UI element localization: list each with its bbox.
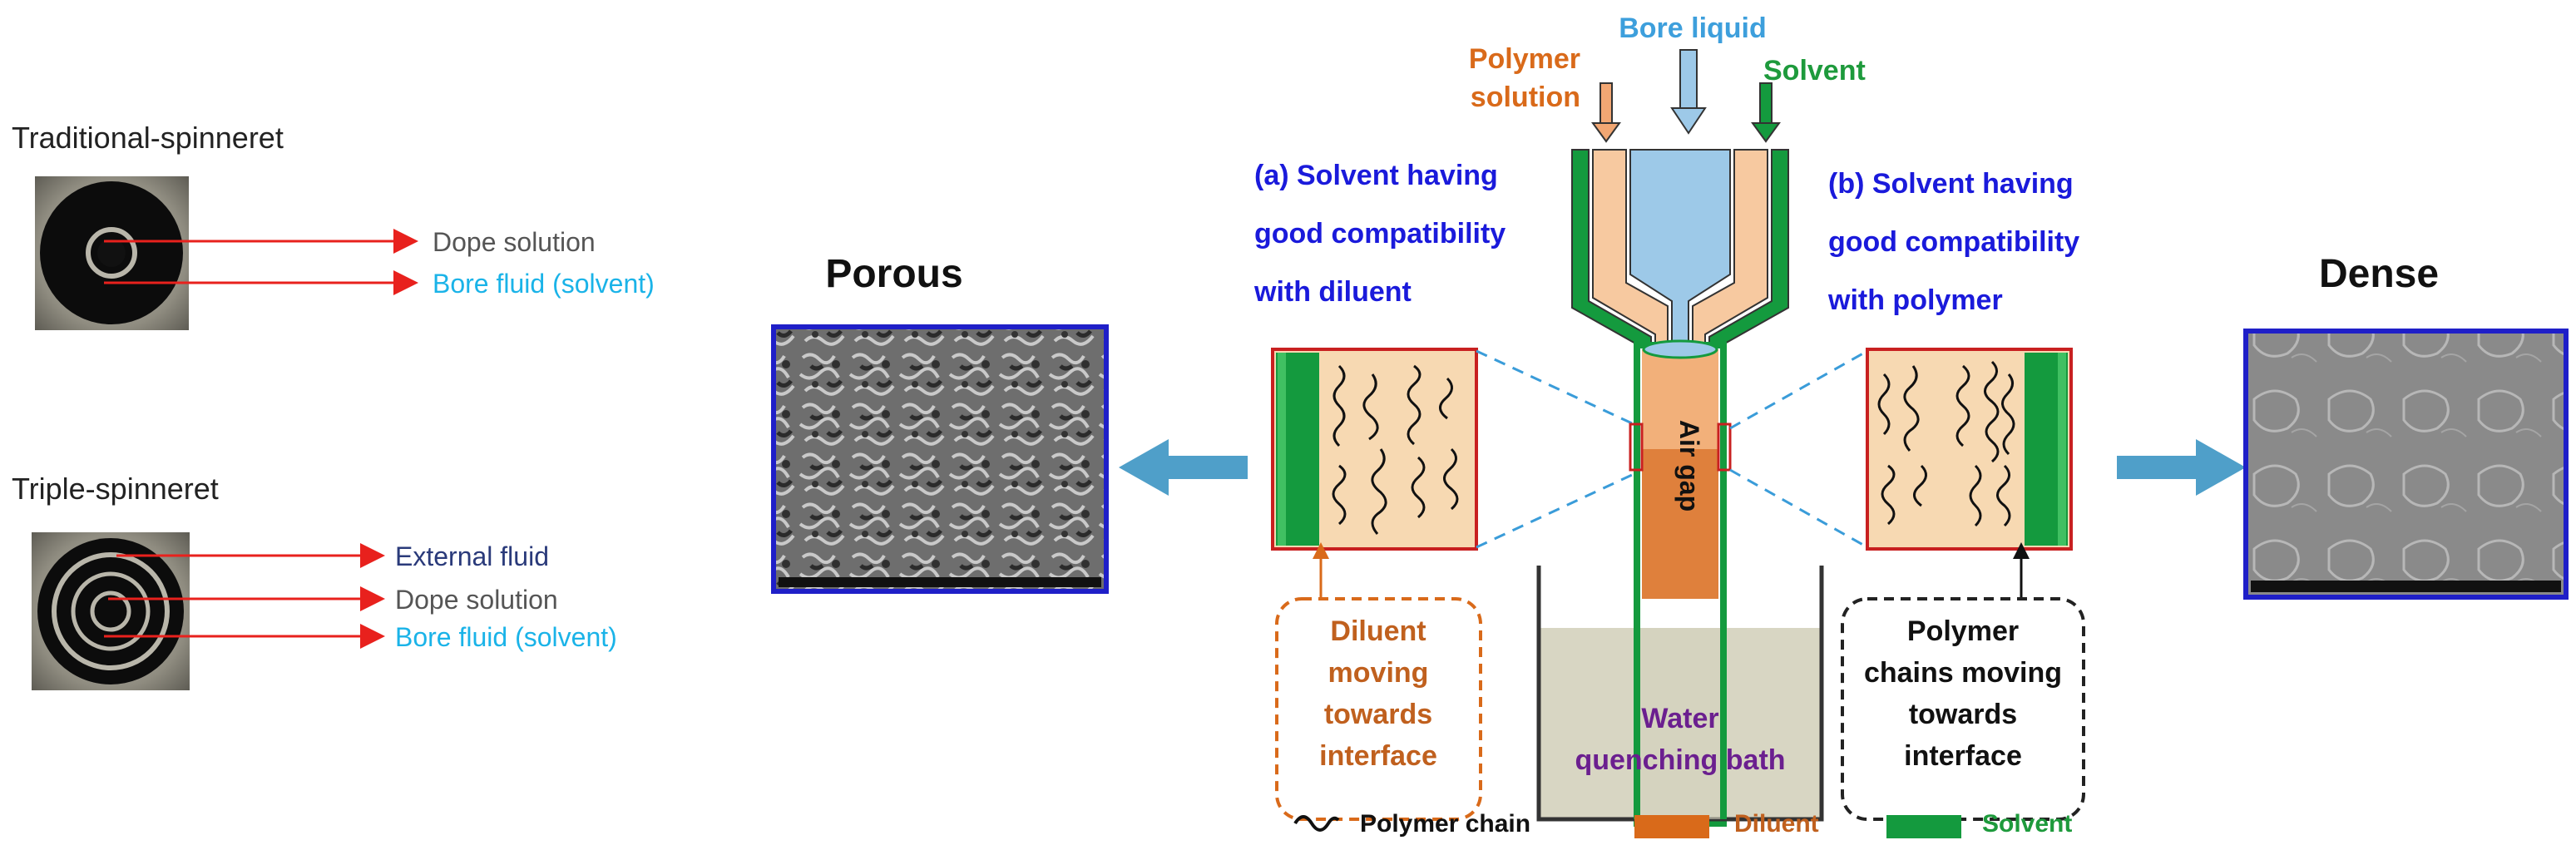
right-caption-line-2: good compatibility	[1828, 226, 2079, 258]
left-caption-line-3: with diluent	[1253, 276, 1412, 308]
triple-label-external: External fluid	[395, 541, 549, 571]
inputs-header: Bore liquid Polymer solution Solvent	[1469, 12, 1866, 113]
right-zoom-line-top	[1729, 349, 1868, 430]
water-bath: Water quenching bath	[1536, 566, 1824, 822]
left-caption-line-1: (a) Solvent having	[1254, 160, 1498, 191]
polymer-callout-line-2: chains moving	[1864, 657, 2062, 689]
diluent-callout-line-2: moving	[1328, 657, 1429, 689]
bath-label-line-2: quenching bath	[1575, 744, 1785, 776]
left-caption-line-2: good compatibility	[1254, 218, 1506, 250]
diluent-callout-line-3: towards	[1324, 699, 1432, 730]
right-caption-line-3: with polymer	[1827, 284, 2003, 316]
dense-panel: Dense	[2243, 252, 2569, 600]
traditional-spinneret-panel: Traditional-spinneret Dope solution Bore…	[12, 121, 655, 330]
polymer-chains-right	[1877, 360, 2015, 527]
diluent-callout: Diluent moving towards interface	[1275, 542, 1482, 821]
air-gap-left-marker	[1629, 423, 1644, 472]
right-caption: (b) Solvent having good compatibility wi…	[1827, 168, 2079, 316]
solvent-arrow-icon	[1751, 82, 1781, 143]
dense-sem-image	[2243, 329, 2569, 600]
triple-spinneret-title: Triple-spinneret	[12, 472, 219, 506]
polymer-chains-left	[1332, 364, 1459, 535]
orange-swatch-icon	[1634, 815, 1709, 838]
porous-panel: Porous	[771, 252, 1109, 594]
polymer-solution-arrow-icon	[1591, 82, 1621, 143]
traditional-spinneret-title: Traditional-spinneret	[12, 121, 284, 155]
porous-label: Porous	[825, 252, 962, 296]
triple-label-bore: Bore fluid (solvent)	[395, 622, 617, 652]
polymer-solution-label-1: Polymer	[1469, 43, 1580, 75]
legend-solvent: Solvent	[1982, 810, 2072, 838]
wavy-line-icon	[1293, 815, 1340, 832]
diluent-callout-line-1: Diluent	[1330, 615, 1426, 647]
green-swatch-icon	[1886, 815, 1961, 838]
triple-label-dope: Dope solution	[395, 585, 558, 615]
right-caption-line-1: (b) Solvent having	[1828, 168, 2074, 200]
bath-label-line-1: Water	[1641, 703, 1718, 734]
legend: Polymer chain Diluent Solvent	[1293, 810, 2072, 838]
polymer-callout-line-4: interface	[1904, 740, 2022, 772]
left-zoom-line-top	[1476, 349, 1644, 430]
air-gap-label: Air gap	[1674, 420, 1704, 511]
right-zoom-line-bottom	[1729, 468, 1868, 549]
left-zoom-line-bottom	[1476, 468, 1644, 549]
left-zoom-box	[1271, 348, 1478, 551]
dense-sem-scalebar	[2251, 581, 2561, 592]
legend-polymer-chain: Polymer chain	[1360, 810, 1530, 838]
left-big-arrow	[1119, 439, 1248, 496]
left-caption: (a) Solvent having good compatibility wi…	[1253, 160, 1506, 308]
polymer-solution-label-2: solution	[1471, 82, 1580, 113]
porous-sem-image	[771, 324, 1109, 594]
triple-spinneret-photo	[32, 532, 190, 690]
polymer-callout-line-3: towards	[1909, 699, 2017, 730]
traditional-label-dope: Dope solution	[433, 227, 596, 257]
triple-spinneret-panel: Triple-spinneret External fluid Dope sol…	[12, 472, 617, 690]
legend-diluent: Diluent	[1734, 810, 1819, 838]
bore-liquid-label: Bore liquid	[1619, 12, 1767, 44]
diluent-callout-line-4: interface	[1319, 740, 1437, 772]
air-gap-right-marker	[1717, 423, 1732, 472]
traditional-label-bore: Bore fluid (solvent)	[433, 269, 655, 299]
right-big-arrow	[2117, 439, 2246, 496]
polymer-callout: Polymer chains moving towards interface	[1841, 542, 2085, 821]
solvent-input-label: Solvent	[1763, 55, 1866, 86]
porous-sem-scalebar	[779, 577, 1101, 587]
dense-label: Dense	[2319, 252, 2439, 296]
polymer-callout-line-1: Polymer	[1907, 615, 2019, 647]
traditional-spinneret-photo	[35, 176, 189, 330]
right-zoom-box	[1866, 348, 2073, 551]
spinneret-cross-section	[1571, 149, 1789, 367]
bore-liquid-arrow-icon	[1670, 49, 1707, 135]
